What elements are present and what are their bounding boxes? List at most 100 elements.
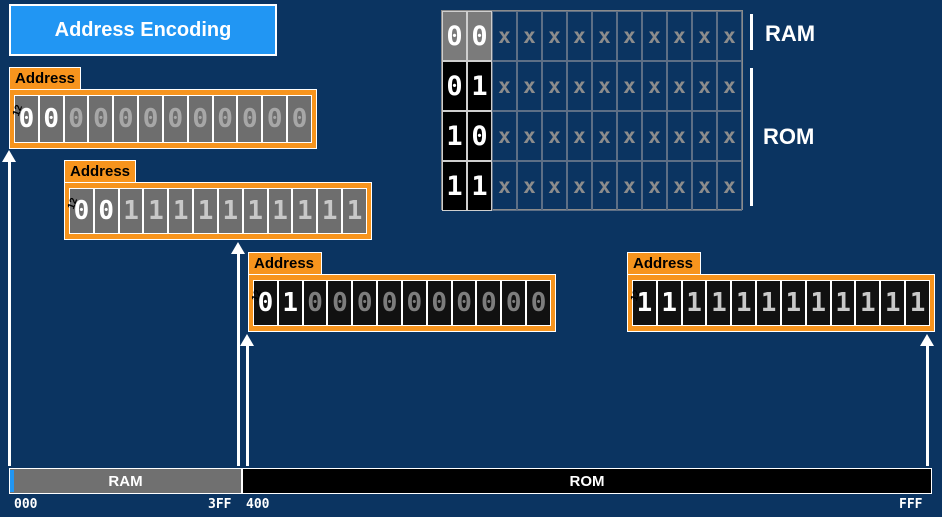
map-prefix-bit: 1 xyxy=(467,61,492,111)
register-bit: 0 xyxy=(451,280,477,326)
register-bit: 1 xyxy=(143,188,169,234)
arrow-fff xyxy=(920,334,934,466)
register-bit: 0 xyxy=(93,188,119,234)
map-dont-care: x xyxy=(592,61,617,111)
map-dont-care: x xyxy=(492,11,517,61)
addr-rom-start: 400 xyxy=(246,497,270,512)
register-bit: 0 xyxy=(476,280,502,326)
register-bit: 1 xyxy=(681,280,707,326)
register-label: Address xyxy=(64,160,136,182)
map-ram-label: RAM xyxy=(765,21,816,46)
register-bit: 1 xyxy=(193,188,218,234)
map-dont-care: x xyxy=(667,111,692,161)
register-bit: 0 xyxy=(69,188,94,234)
map-dont-care: x xyxy=(567,61,592,111)
register-bit: 0 xyxy=(38,95,64,143)
register-bit: 1 xyxy=(780,280,806,326)
map-dont-care: x xyxy=(517,161,542,211)
memory-bar-start-marker xyxy=(10,470,14,492)
register-bit: 0 xyxy=(526,280,551,326)
map-dont-care: x xyxy=(667,161,692,211)
register-bit: 0 xyxy=(113,95,139,143)
map-dont-care: x xyxy=(667,61,692,111)
map-dont-care: x xyxy=(692,61,717,111)
map-dont-care: x xyxy=(642,11,667,61)
register-bit: 1 xyxy=(706,280,732,326)
register-bit: 0 xyxy=(302,280,328,326)
map-rom-label: ROM xyxy=(763,124,815,149)
register-bit: 0 xyxy=(501,280,527,326)
map-dont-care: x xyxy=(717,161,742,211)
map-dont-care: x xyxy=(617,11,642,61)
arrow-3ff xyxy=(231,242,245,466)
map-dont-care: x xyxy=(492,161,517,211)
register-bit: 1 xyxy=(168,188,194,234)
register-bit: 0 xyxy=(327,280,353,326)
arrow-000 xyxy=(2,150,16,466)
map-dont-care: x xyxy=(617,111,642,161)
map-prefix-bit: 0 xyxy=(442,11,467,61)
addr-start: 000 xyxy=(14,497,38,512)
register-bit: 0 xyxy=(63,95,89,143)
addr-ram-end: 3FF xyxy=(208,497,232,512)
map-dont-care: x xyxy=(542,11,567,61)
register-bit: 0 xyxy=(262,95,288,143)
register-bit: 1 xyxy=(905,280,930,326)
register-bit: 1 xyxy=(632,280,657,326)
register-bit: 0 xyxy=(287,95,312,143)
map-prefix-bit: 1 xyxy=(467,161,492,211)
ram-separator xyxy=(750,14,753,50)
register-bit: 1 xyxy=(317,188,343,234)
map-dont-care: x xyxy=(642,61,667,111)
map-dont-care: x xyxy=(692,111,717,161)
register-bit: 0 xyxy=(426,280,452,326)
register-bit: 0 xyxy=(138,95,163,143)
map-dont-care: x xyxy=(617,61,642,111)
register-bit: 1 xyxy=(267,188,293,234)
register-bit: 1 xyxy=(756,280,781,326)
register-label: Address xyxy=(627,252,701,274)
register-bit: 0 xyxy=(212,95,238,143)
register-bit: 1 xyxy=(217,188,243,234)
map-prefix-bit: 1 xyxy=(442,161,467,211)
register-bit: 1 xyxy=(830,280,856,326)
map-dont-care: x xyxy=(642,161,667,211)
map-dont-care: x xyxy=(517,11,542,61)
map-dont-care: x xyxy=(692,161,717,211)
map-prefix-bit: 0 xyxy=(467,111,492,161)
register-bit: 1 xyxy=(277,280,303,326)
map-dont-care: x xyxy=(492,61,517,111)
register-label: Address xyxy=(9,67,81,89)
map-prefix-bit: 0 xyxy=(442,61,467,111)
arrow-400 xyxy=(240,334,254,466)
map-dont-care: x xyxy=(517,111,542,161)
rom-separator xyxy=(750,68,753,206)
register-bit: 1 xyxy=(805,280,831,326)
map-dont-care: x xyxy=(667,11,692,61)
map-dont-care: x xyxy=(617,161,642,211)
register-bit: 0 xyxy=(237,95,263,143)
register-bit: 0 xyxy=(253,280,278,326)
map-dont-care: x xyxy=(717,61,742,111)
ram-bar-label: RAM xyxy=(108,472,143,490)
register-bit: 1 xyxy=(731,280,757,326)
register-bit: 1 xyxy=(292,188,318,234)
map-prefix-bit: 0 xyxy=(467,11,492,61)
map-prefix-bit: 1 xyxy=(442,111,467,161)
map-dont-care: x xyxy=(542,111,567,161)
register-bit: 1 xyxy=(342,188,367,234)
register-bit: 1 xyxy=(118,188,144,234)
map-dont-care: x xyxy=(717,111,742,161)
map-dont-care: x xyxy=(542,161,567,211)
register-bit: 1 xyxy=(880,280,906,326)
map-dont-care: x xyxy=(567,111,592,161)
rom-bar-label: ROM xyxy=(569,472,605,490)
map-dont-care: x xyxy=(517,61,542,111)
